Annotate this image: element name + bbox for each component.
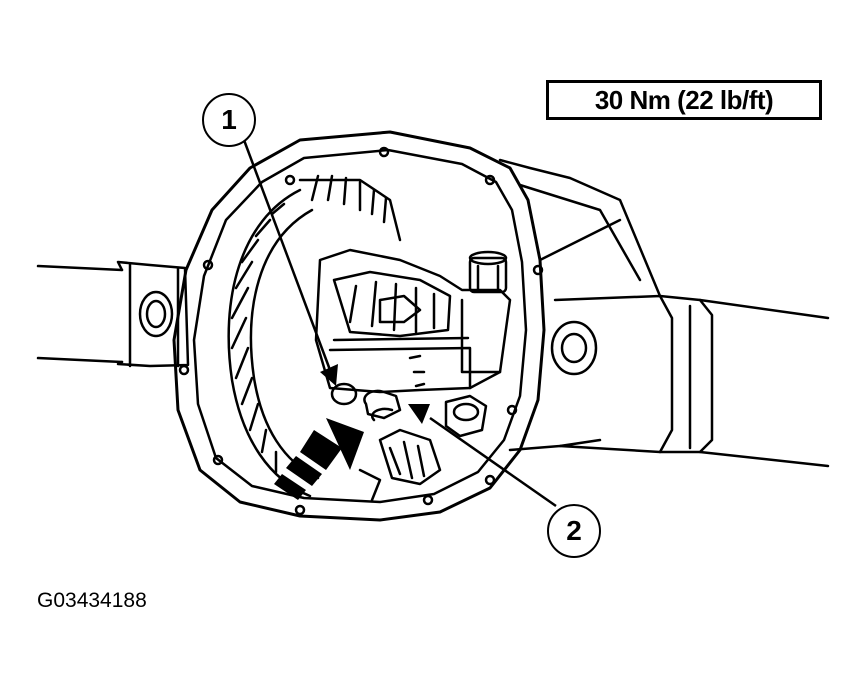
leader-arrowheads	[320, 364, 430, 424]
lower-gears	[358, 428, 442, 502]
pinion-shaft	[330, 354, 426, 422]
cover-flange-inner	[192, 148, 528, 504]
lower-bolt	[444, 394, 488, 438]
cover-flange	[172, 130, 546, 522]
left-axle-tube	[36, 260, 190, 368]
torque-specification-label: 30 Nm (22 lb/ft)	[546, 80, 822, 120]
right-axle-tube	[550, 294, 830, 468]
housing-shell	[498, 158, 662, 452]
leader-lines	[242, 139, 557, 508]
direction-arrow	[274, 418, 364, 500]
callout-2: 2	[547, 504, 601, 558]
differential-carrier	[314, 248, 512, 394]
figure-id: G03434188	[37, 589, 147, 612]
bearing-cap-bolt	[460, 250, 508, 374]
ring-gear	[227, 174, 402, 498]
flange-bolt-holes	[178, 146, 544, 516]
callout-1: 1	[202, 93, 256, 147]
